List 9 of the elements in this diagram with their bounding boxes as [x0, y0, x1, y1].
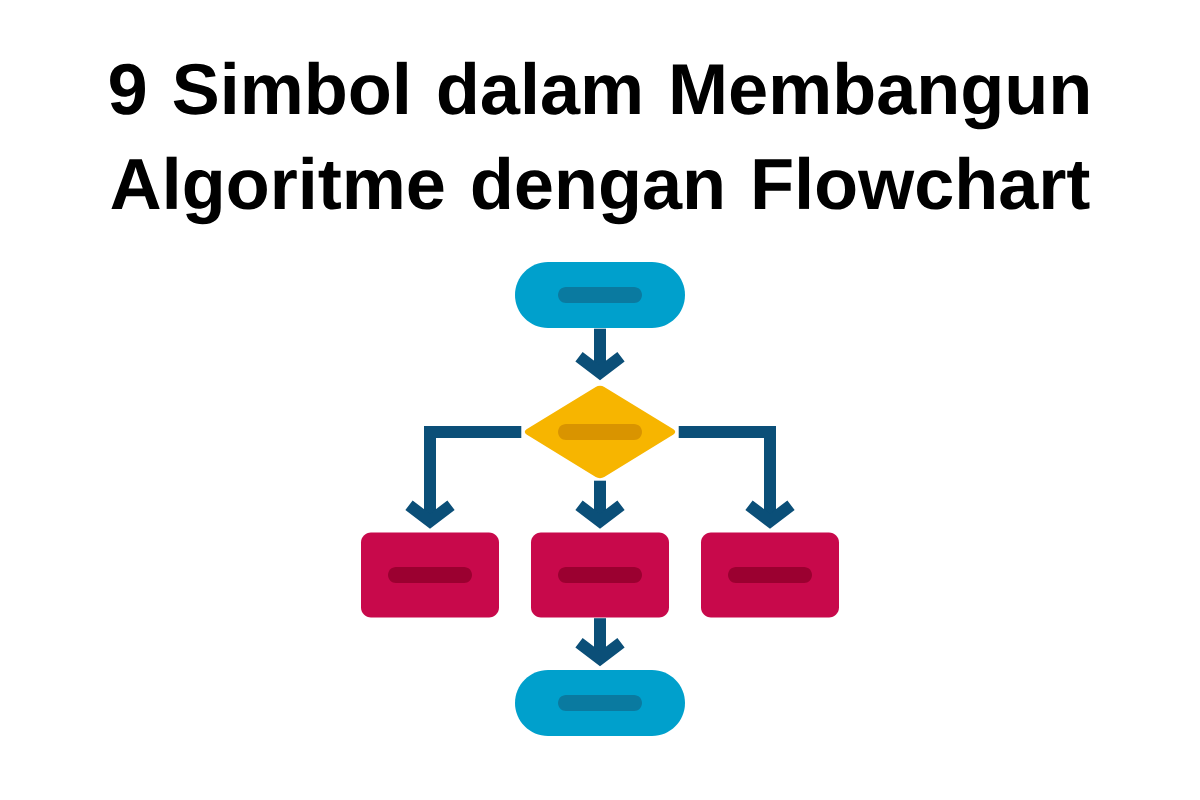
- arrow: [405, 426, 522, 529]
- process-box: [701, 532, 839, 618]
- arrow: [678, 426, 795, 529]
- process-box: [361, 532, 499, 618]
- terminator-shape: [515, 262, 685, 328]
- process-box: [531, 532, 669, 618]
- terminator-shape: [515, 670, 685, 736]
- title: 9 Simbol dalam Membangun Algoritme dengan Flowchart: [110, 61, 1090, 225]
- decision-diamond: [524, 385, 676, 479]
